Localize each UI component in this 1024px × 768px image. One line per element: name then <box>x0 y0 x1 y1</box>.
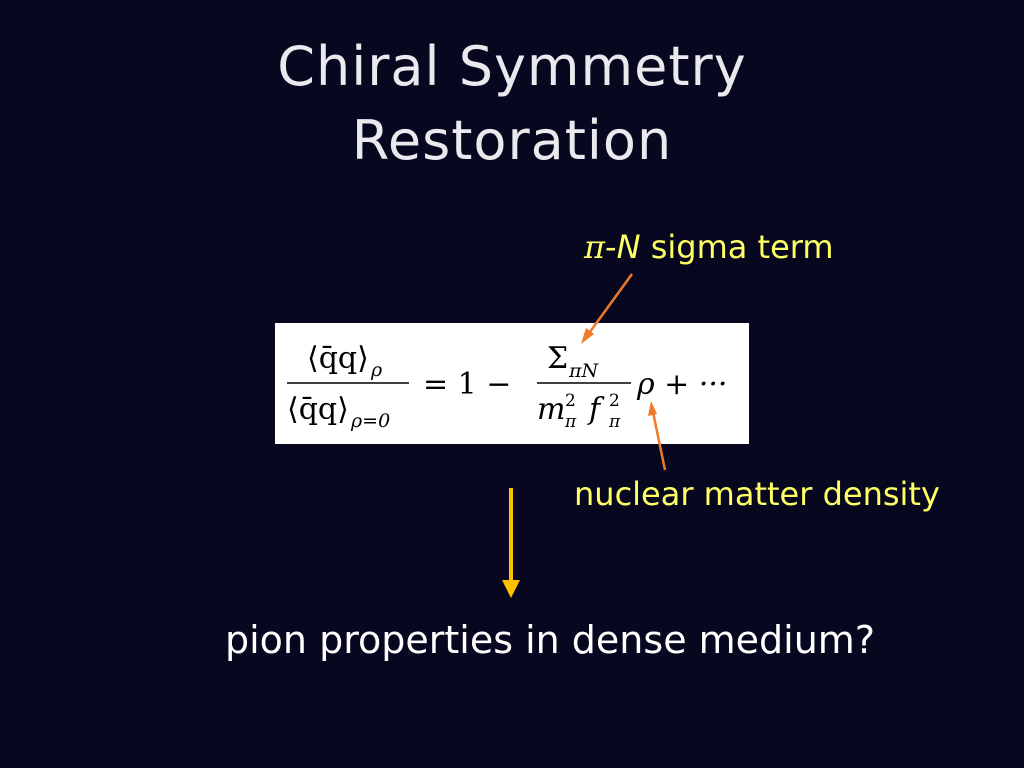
f-sub: π <box>608 412 621 432</box>
equation: ⟨q̄q⟩ ρ ⟨q̄q⟩ ρ=0 = 1 − Σ πN m 2 π f 2 π… <box>287 341 727 432</box>
slide-title-line-1: Chiral Symmetry <box>277 35 747 98</box>
lhs-numerator: ⟨q̄q⟩ <box>307 341 369 376</box>
lhs-numerator-sub: ρ <box>370 359 383 381</box>
f-sup: 2 <box>609 391 620 411</box>
m-sup: 2 <box>565 391 576 411</box>
rho-plus-dots: ρ + ··· <box>636 367 727 402</box>
sigma-symbol: Σ <box>547 341 568 376</box>
lhs-denominator-sub: ρ=0 <box>350 410 390 432</box>
equation-box: ⟨q̄q⟩ ρ ⟨q̄q⟩ ρ=0 = 1 − Σ πN m 2 π f 2 π… <box>275 323 749 444</box>
m-symbol: m <box>537 392 565 427</box>
sigma-label-n: N <box>616 228 641 266</box>
slide-title-line-2: Restoration <box>351 109 673 172</box>
sigma-label-dash: - <box>605 228 617 266</box>
sigma-term-label: π-N sigma term <box>584 227 834 267</box>
conclusion-text: pion properties in dense medium? <box>225 618 875 662</box>
down-arrow-head <box>502 580 520 598</box>
lhs-denominator: ⟨q̄q⟩ <box>287 392 349 427</box>
sigma-label-pi: π <box>584 228 606 266</box>
m-sub: π <box>564 412 577 432</box>
sigma-sub: πN <box>568 360 599 382</box>
nuclear-density-label: nuclear matter density <box>574 475 940 513</box>
sigma-label-rest: sigma term <box>640 228 834 266</box>
f-symbol: f <box>587 392 605 427</box>
equals-one-minus: = 1 − <box>423 367 511 402</box>
